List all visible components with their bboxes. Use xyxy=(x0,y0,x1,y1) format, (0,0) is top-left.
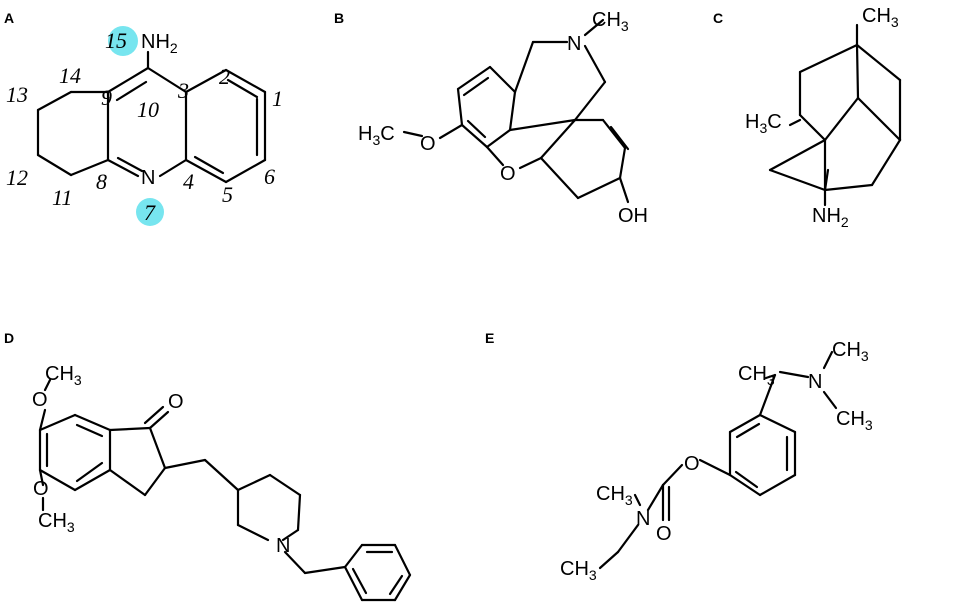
atom-ch3-b: CH3 xyxy=(832,339,869,364)
panel-a-letter: A xyxy=(4,10,14,26)
atom-n: N xyxy=(276,535,290,557)
panel-c: C CH3 H3C NH2 xyxy=(713,5,902,230)
label-5: 5 xyxy=(222,182,233,207)
atom-o-methoxy: O xyxy=(420,133,436,155)
atom-o-ring: O xyxy=(500,163,516,185)
panel-c-letter: C xyxy=(713,10,723,26)
panel-d: D xyxy=(4,330,412,602)
atom-ch3-e: CH3 xyxy=(560,558,597,583)
atom-ch3: CH3 xyxy=(862,5,899,30)
atom-o-ester: O xyxy=(684,453,700,475)
atom-nh2: NH2 xyxy=(141,31,178,56)
atom-n-amine: N xyxy=(808,371,822,393)
label-3: 3 xyxy=(177,78,189,103)
atom-ch3-c: CH3 xyxy=(836,408,873,433)
atom-n: N xyxy=(141,167,155,189)
label-11: 11 xyxy=(52,185,72,210)
highlight-7 xyxy=(136,198,164,226)
panel-e: E CH3 N xyxy=(485,330,873,583)
panel-e-bonds xyxy=(598,350,838,570)
atom-h3c: H3C xyxy=(745,111,782,136)
panel-d-bonds xyxy=(38,378,412,602)
label-1: 1 xyxy=(272,86,283,111)
panel-d-letter: D xyxy=(4,330,14,346)
label-8: 8 xyxy=(96,169,107,194)
atom-n-carbamate: N xyxy=(636,508,650,530)
panel-e-letter: E xyxy=(485,330,494,346)
label-6: 6 xyxy=(264,164,275,189)
panel-a: A xyxy=(4,10,283,226)
atom-o-bottom: O xyxy=(33,478,49,500)
atom-o-top: O xyxy=(32,389,48,411)
label-7: 7 xyxy=(144,200,156,225)
panel-b-letter: B xyxy=(334,10,344,26)
label-2: 2 xyxy=(219,64,230,89)
atom-ch3-a: CH3 xyxy=(738,363,775,388)
atom-n: N xyxy=(567,33,581,55)
label-13: 13 xyxy=(6,82,28,107)
atom-ch3-d: CH3 xyxy=(596,483,633,508)
label-14: 14 xyxy=(59,63,81,88)
label-12: 12 xyxy=(6,165,28,190)
panel-b-bonds xyxy=(402,18,630,204)
highlight-15 xyxy=(108,26,138,56)
panel-a-bonds xyxy=(36,50,267,184)
atom-ch3-top: CH3 xyxy=(45,363,82,388)
label-9: 9 xyxy=(101,85,112,110)
panel-b: B xyxy=(334,9,648,227)
atom-h3c: H3C xyxy=(358,123,395,148)
label-4: 4 xyxy=(183,169,194,194)
atom-oh: OH xyxy=(618,205,648,227)
atom-o-carbonyl: O xyxy=(656,523,672,545)
atom-o-keto: O xyxy=(168,391,184,413)
label-15: 15 xyxy=(105,28,127,53)
atom-ch3: CH3 xyxy=(592,9,629,34)
atom-ch3-bottom: CH3 xyxy=(38,510,75,535)
atom-nh2: NH2 xyxy=(812,205,849,230)
panel-c-bonds xyxy=(768,23,902,207)
label-10: 10 xyxy=(137,97,159,122)
